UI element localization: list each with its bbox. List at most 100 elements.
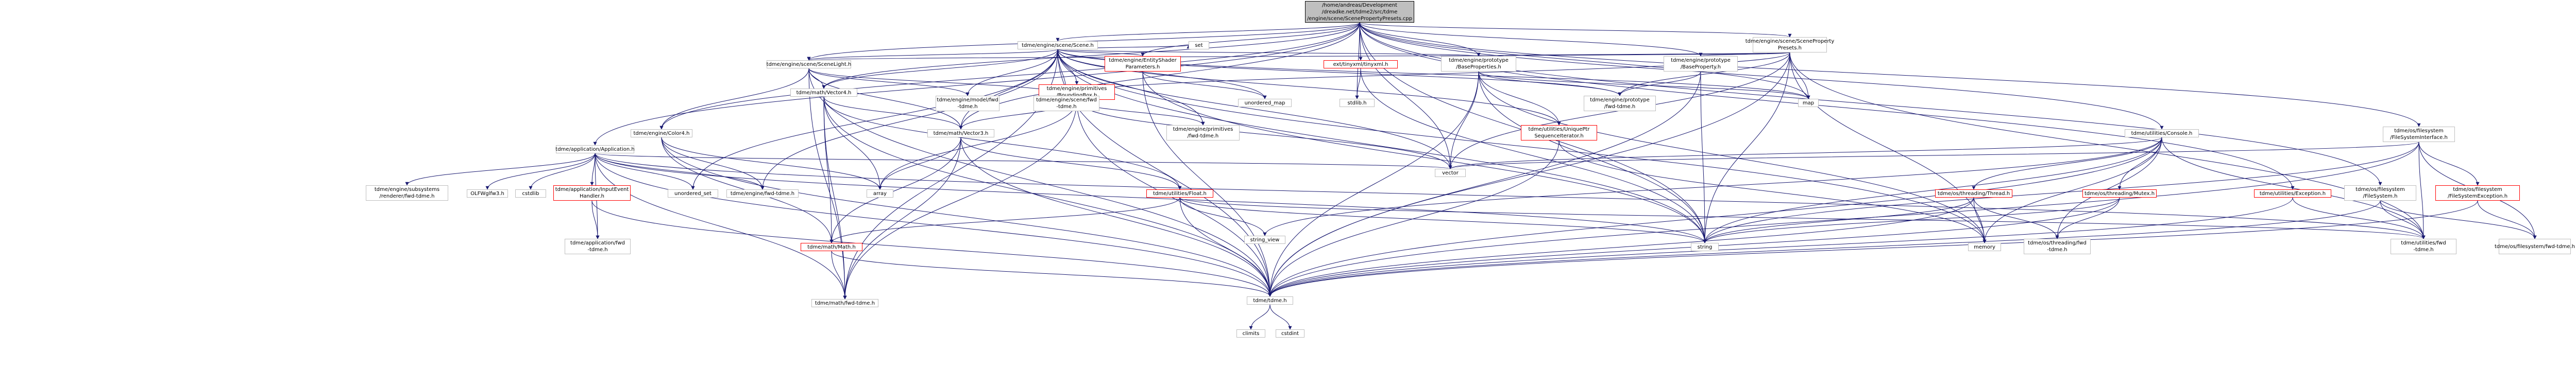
node-unique-ptr-sequence-iterator-h[interactable]: tdme/utilities/UniquePtr SequenceIterato… — [1521, 125, 1597, 140]
edge-n19-n33 — [2055, 197, 2120, 239]
node-climits[interactable]: climits — [1236, 329, 1265, 338]
node-tdme-h[interactable]: tdme/tdme.h — [1247, 296, 1293, 305]
node-tinyxml-h[interactable]: ext/tinyxml/tinyxml.h — [1324, 60, 1398, 68]
edge-n18-n23 — [1268, 197, 1974, 297]
node-color4-h[interactable]: tdme/engine/Color4.h — [631, 129, 692, 137]
edge-n15-n34 — [2380, 200, 2537, 239]
edge-n17-n23 — [1268, 200, 2478, 297]
edge-n3-n23 — [808, 68, 1272, 297]
node-array[interactable]: array — [867, 189, 893, 198]
edge-n16-n23 — [1268, 197, 2293, 297]
node-vector[interactable]: vector — [1435, 169, 1466, 177]
edge-n3-n8 — [808, 68, 826, 89]
edge-n1-n4 — [1057, 49, 1145, 57]
node-cstdlib[interactable]: cstdlib — [515, 189, 546, 198]
node-scene-property-presets-h[interactable]: tdme/engine/scene/SceneProperty Presets.… — [1745, 37, 1834, 52]
edge-n6-n23 — [1268, 71, 1701, 297]
node-engine-fwd-h[interactable]: tdme/engine/fwd-tdme.h — [726, 189, 799, 198]
node-string[interactable]: string — [1691, 243, 1719, 251]
edge-n4-n44 — [1142, 71, 1707, 243]
node-primitives-fwd-h[interactable]: tdme/engine/primitives /fwd-tdme.h — [1166, 125, 1240, 140]
edge-n2-n3 — [808, 52, 1790, 61]
node-string-view[interactable]: string_view — [1244, 236, 1285, 244]
node-threading-fwd-h[interactable]: tdme/os/threading/fwd -tdme.h — [2024, 239, 2091, 254]
node-model-fwd-h[interactable]: tdme/engine/model/fwd -tdme.h — [936, 96, 999, 111]
node-scene-h[interactable]: tdme/engine/scene/Scene.h — [1018, 41, 1098, 49]
node-scene-fwd-h[interactable]: tdme/engine/scene/fwd -tdme.h — [1033, 96, 1099, 111]
edge-n9-n45 — [661, 137, 882, 190]
node-scene-light-h[interactable]: tdme/engine/scene/SceneLight.h — [767, 60, 851, 68]
edge-n13-n35 — [2161, 137, 2426, 239]
node-memory[interactable]: memory — [1968, 243, 2001, 251]
edge-n1-n46 — [1057, 49, 1987, 243]
edge-n8-n24 — [823, 96, 847, 300]
node-filesystem-fwd-h[interactable]: tdme/os/filesystem/fwd-tdme.h — [2495, 239, 2575, 254]
node-input-event-handler-h[interactable]: tdme/application/InputEvent Handler.h — [553, 185, 631, 201]
node-prototype-fwd-h[interactable]: tdme/engine/prototype /fwd-tdme.h — [1584, 96, 1656, 111]
node-map[interactable]: map — [1798, 99, 1819, 107]
node-unordered-set[interactable]: unordered_set — [668, 189, 718, 198]
node-filesystem-interface-h[interactable]: tdme/os/filesystem /FileSystemInterface.… — [2383, 127, 2455, 142]
edge-n5-n43 — [1448, 71, 1479, 169]
edge-n21-n22 — [829, 197, 1180, 243]
edge-n8-n10 — [823, 96, 963, 130]
edge-n1-n43 — [1057, 49, 1452, 169]
edge-n0-n43 — [1359, 22, 1452, 169]
node-math-h[interactable]: tdme/math/Math.h — [801, 243, 862, 251]
edge-n7-n43 — [1076, 99, 1452, 169]
node-exception-h[interactable]: tdme/utilities/Exception.h — [2254, 189, 2331, 198]
edge-n10-n23 — [960, 137, 1272, 297]
node-stdlib-h[interactable]: stdlib.h — [1340, 99, 1375, 107]
edge-n8-n21 — [823, 96, 1182, 190]
node-math-fwd-h[interactable]: tdme/math/fwd-tdme.h — [811, 299, 878, 307]
node-base-properties-h[interactable]: tdme/engine/prototype /BaseProperties.h — [1441, 56, 1516, 72]
edge-n3-n9 — [659, 68, 809, 130]
edge-n13-n18 — [1972, 137, 2162, 190]
node-unordered-map[interactable]: unordered_map — [1238, 99, 1292, 107]
node-float-h[interactable]: tdme/utilities/Float.h — [1146, 189, 1213, 198]
node-set[interactable]: set — [1189, 41, 1209, 49]
edge-n13-n43 — [1448, 137, 2162, 169]
node-vector4-h[interactable]: tdme/math/Vector4.h — [790, 89, 857, 97]
edge-n6-n44 — [1700, 71, 1707, 243]
node-vector3-h[interactable]: tdme/math/Vector3.h — [927, 129, 994, 137]
node-console-h[interactable]: tdme/utilities/Console.h — [2125, 129, 2199, 137]
edge-n18-n46 — [1973, 197, 1987, 243]
edge-n30-n31 — [591, 200, 600, 239]
edge-n11-n36 — [485, 153, 596, 190]
edge-n18-n44 — [1703, 197, 1974, 243]
edge-n2-n5 — [1477, 52, 1790, 57]
node-filesystem-h[interactable]: tdme/os/filesystem /FileSystem.h — [2344, 185, 2416, 201]
edge-n0-n13 — [1359, 22, 2164, 130]
edge-n9-n23 — [661, 137, 1272, 297]
edge-n7-n45 — [878, 99, 1077, 190]
edge-n20-n23 — [1268, 140, 1560, 297]
node-filesystem-exception-h[interactable]: tdme/os/filesystem /FileSystemException.… — [2435, 185, 2520, 201]
edge-n2-n6 — [1699, 52, 1790, 57]
edge-n11-n25 — [595, 153, 765, 190]
node-application-fwd-h[interactable]: tdme/application/fwd -tdme.h — [565, 239, 631, 254]
node-renderer-fwd-h[interactable]: tdme/engine/subsystems /renderer/fwd-tdm… — [366, 185, 448, 201]
node-entity-shader-parameters-h[interactable]: tdme/engine/EntityShader Parameters.h — [1105, 56, 1181, 72]
edge-n15-n23 — [1268, 200, 2381, 297]
node-application-h[interactable]: tdme/application/Application.h — [555, 145, 635, 153]
edge-n0-n1 — [1056, 22, 1360, 42]
edge-n11-n44 — [595, 153, 1707, 243]
edge-n1-n20 — [1057, 49, 1561, 126]
edge-n11-n32 — [405, 153, 596, 186]
node-cstdint[interactable]: cstdint — [1276, 329, 1304, 338]
edge-n2-n29 — [1618, 52, 1790, 96]
edge-n1-n7 — [1057, 49, 1079, 85]
edge-n10-n45 — [878, 137, 961, 190]
node-base-property-h[interactable]: tdme/engine/prototype /BaseProperty.h — [1664, 56, 1738, 72]
node-utilities-fwd-h[interactable]: tdme/utilities/fwd -tdme.h — [2391, 239, 2456, 254]
node-thread-h[interactable]: tdme/os/threading/Thread.h — [1935, 189, 2012, 198]
node-glfw3-h[interactable]: OLFWglfw3.h — [467, 189, 508, 198]
edge-n1-n8 — [822, 49, 1058, 89]
node-mutex-h[interactable]: tdme/os/threading/Mutex.h — [2082, 189, 2157, 198]
edge-n0-n14 — [1359, 22, 2421, 127]
edge-n12-n38 — [1355, 68, 1361, 99]
node-root-cpp[interactable]: /home/andreas/Development /dreadke.net/t… — [1305, 1, 1414, 23]
edge-n21-n23 — [1179, 197, 1272, 297]
edge-n0-n4 — [1141, 22, 1360, 57]
